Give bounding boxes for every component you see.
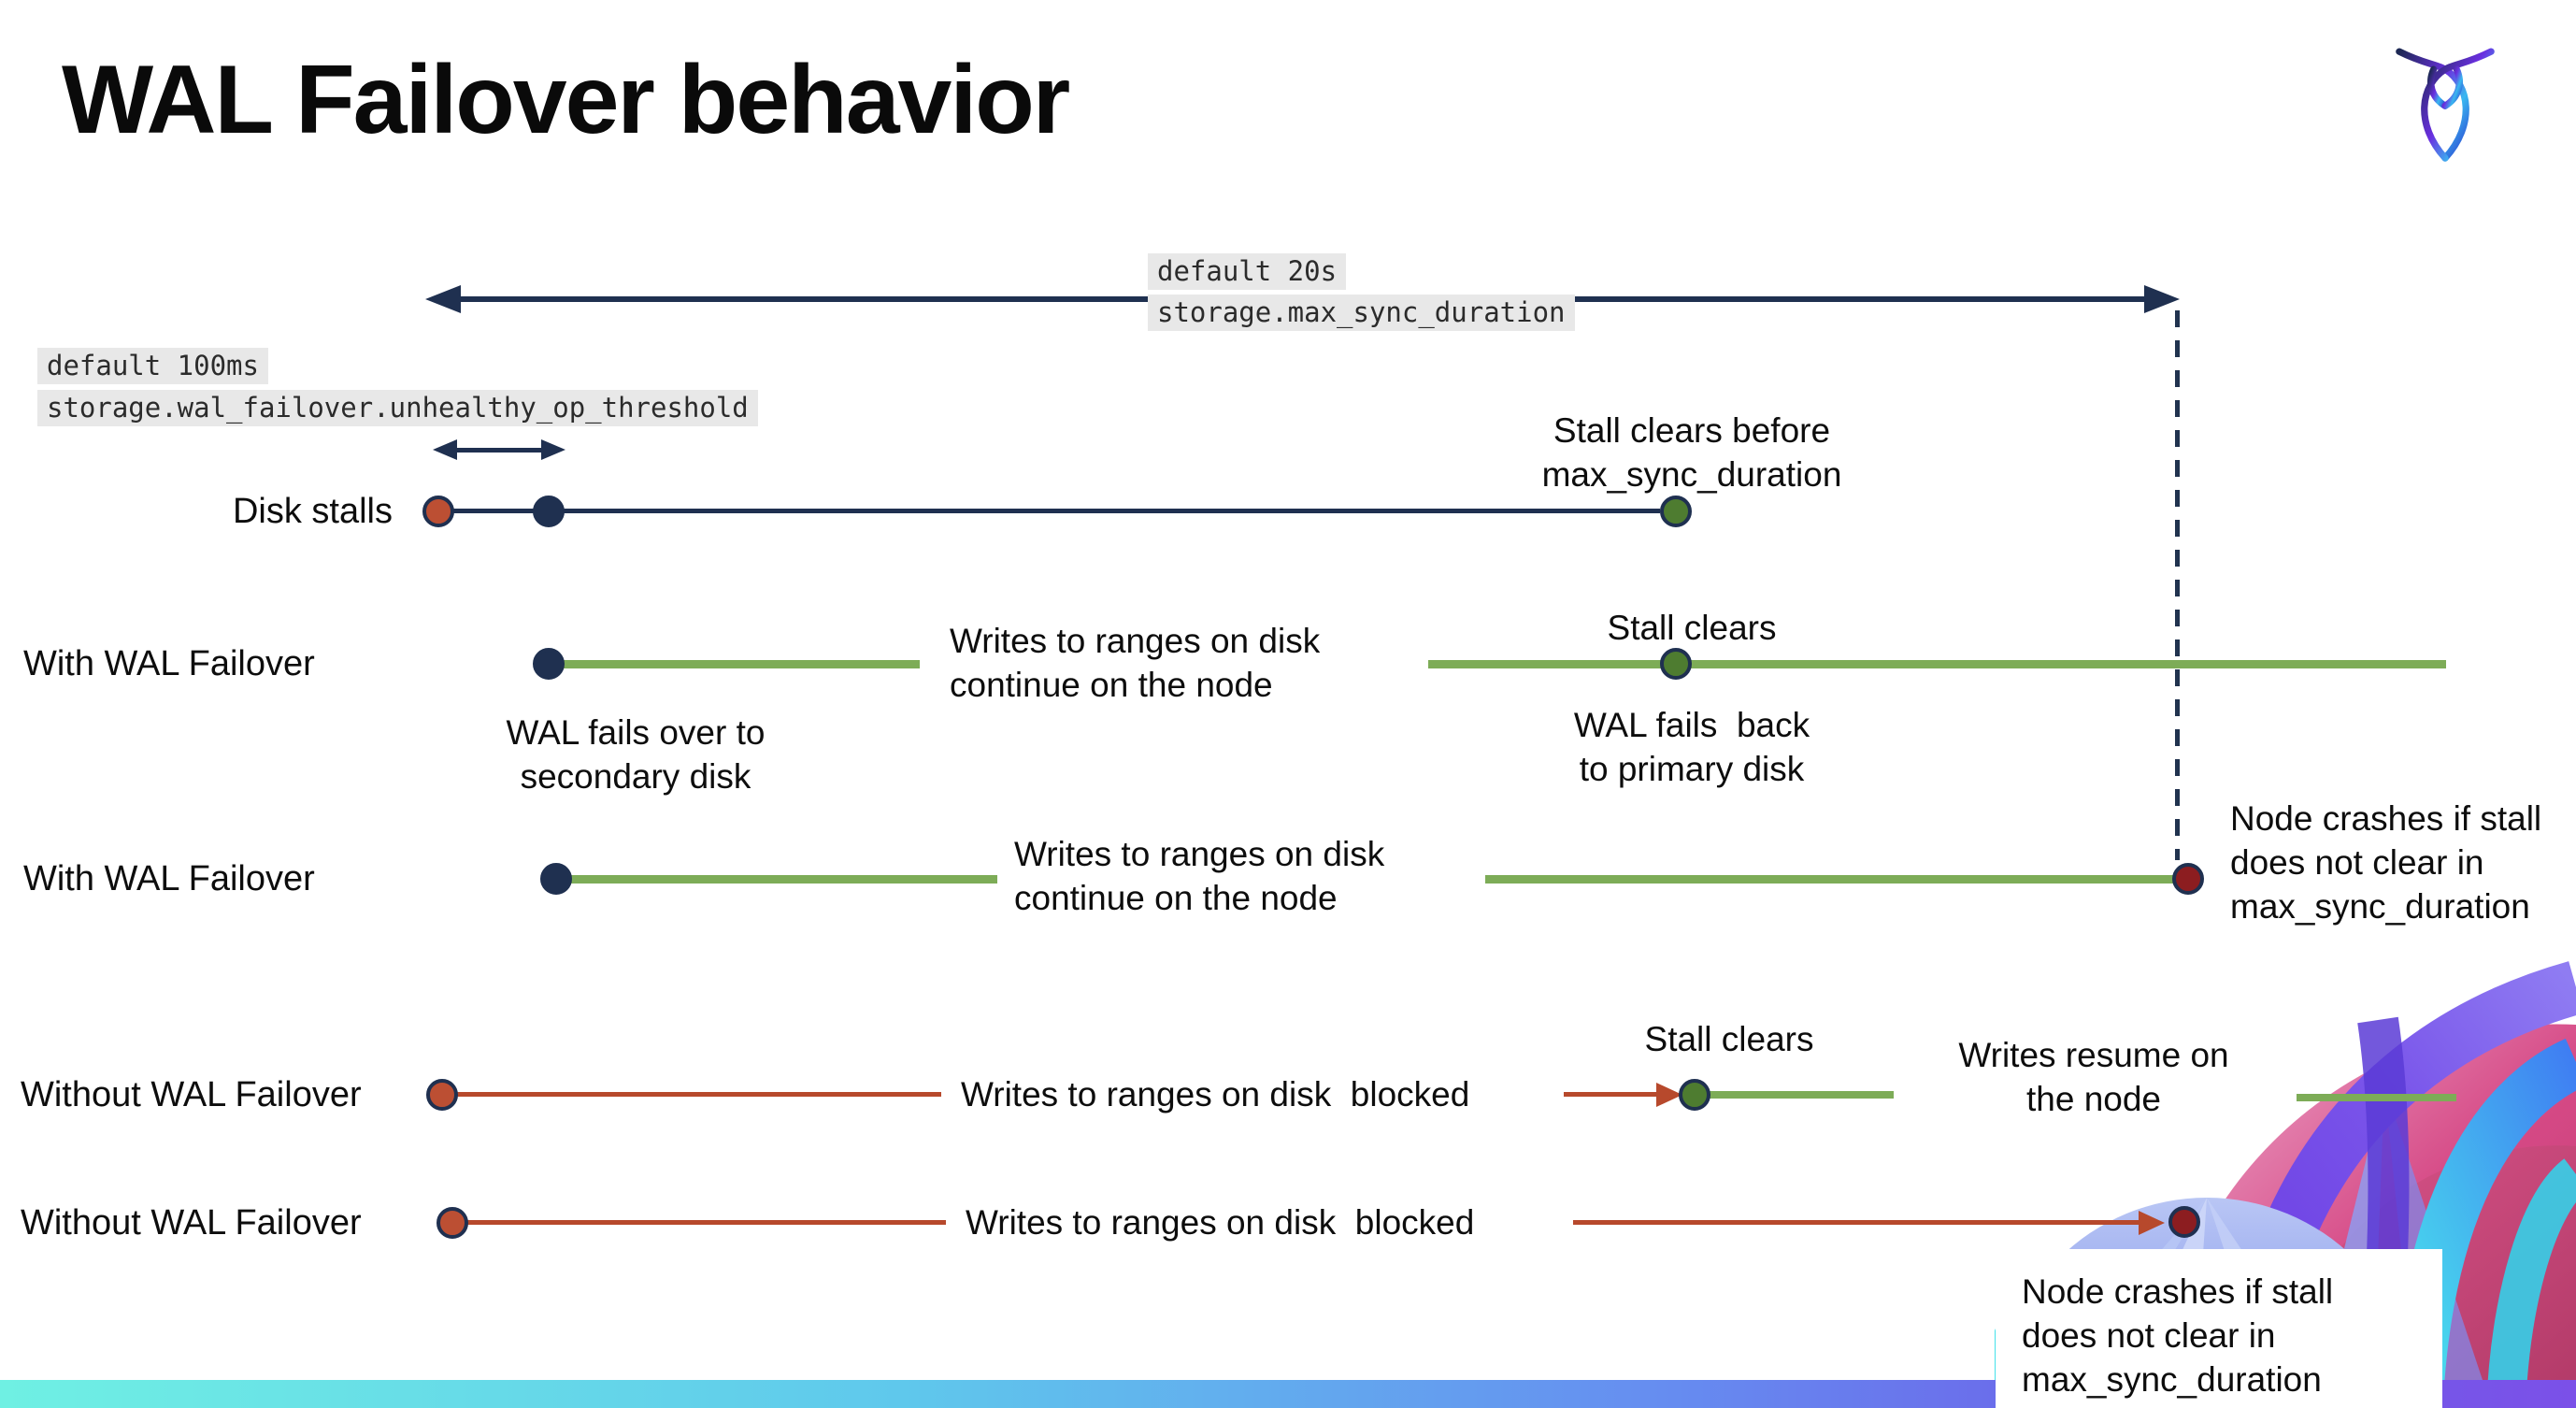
writes-resume-line-row4b	[2297, 1094, 2456, 1101]
writes-blocked-line-row5b	[1573, 1220, 2145, 1225]
row-label-without-wal-2: Without WAL Failover	[21, 1203, 362, 1243]
writes-continue-note-row2: Writes to ranges on disk continue on the…	[950, 622, 1321, 704]
node-crash-dot-row3	[2172, 863, 2204, 895]
node-crashes-callout-box: Node crashes if stall does not clear in …	[1996, 1249, 2442, 1408]
threshold-setting-text: storage.wal_failover.unhealthy_op_thresh…	[37, 390, 758, 426]
writes-continue-note-row3: Writes to ranges on disk continue on the…	[1014, 835, 1385, 917]
writes-blocked-note-row4: Writes to ranges on disk blocked	[961, 1075, 1470, 1113]
cockroachdb-logo-icon	[2396, 48, 2495, 162]
threshold-right-arrowhead-icon	[541, 439, 565, 460]
blocked-arrowhead-row4-icon	[1656, 1083, 1682, 1107]
row-label-disk-stalls: Disk stalls	[232, 492, 393, 531]
disk-stall-dot-row5	[436, 1207, 468, 1239]
stall-clears-dot-row1	[1660, 496, 1692, 527]
node-crashes-note-row5: Node crashes if stall does not clear in …	[2022, 1272, 2334, 1399]
writes-continue-line-row2a	[549, 660, 920, 668]
max-sync-right-arrowhead-icon	[2144, 285, 2180, 313]
writes-continue-line-row2b	[1428, 660, 2446, 668]
threshold-setting-label: storage.wal_failover.unhealthy_op_thresh…	[37, 390, 758, 426]
threshold-default-text: default 100ms	[37, 348, 268, 384]
disk-stalls-threshold-line	[438, 509, 549, 513]
blocked-arrowhead-row5-icon	[2139, 1211, 2165, 1235]
stall-clears-note-row4: Stall clears	[1644, 1020, 1814, 1058]
node-crash-dot-row5	[2168, 1206, 2200, 1238]
writes-blocked-line-row4a	[442, 1092, 941, 1097]
disk-stalls-timeline	[549, 509, 1660, 513]
threshold-span-line	[447, 448, 551, 453]
failover-dot-row3	[540, 863, 572, 895]
stall-clears-before-note: Stall clears before max_sync_duration	[1541, 411, 1842, 494]
wal-fails-back-note: WAL fails back to primary disk	[1573, 706, 1810, 788]
row-label-with-wal-1: With WAL Failover	[23, 644, 315, 683]
disk-stall-dot-row4	[426, 1079, 458, 1111]
page-title: WAL Failover behavior	[62, 46, 1070, 154]
failover-dot-row2	[533, 648, 565, 680]
row-label-with-wal-2: With WAL Failover	[23, 859, 315, 898]
writes-continue-line-row3b	[1485, 875, 2188, 884]
max-sync-setting-text: storage.max_sync_duration	[1148, 295, 1575, 331]
max-sync-left-arrowhead-icon	[425, 285, 461, 313]
max-sync-default-text: default 20s	[1148, 253, 1347, 290]
row-label-without-wal-1: Without WAL Failover	[21, 1075, 362, 1114]
max-sync-default-label: default 20s	[1148, 253, 1347, 290]
writes-blocked-note-row5: Writes to ranges on disk blocked	[966, 1203, 1475, 1242]
writes-continue-line-row3a	[556, 875, 997, 884]
wal-fails-over-note: WAL fails over to secondary disk	[506, 713, 766, 796]
max-sync-setting-label: storage.max_sync_duration	[1148, 295, 1575, 331]
disk-stall-start-dot	[422, 496, 454, 527]
threshold-left-arrowhead-icon	[433, 439, 457, 460]
writes-blocked-line-row4b	[1564, 1092, 1665, 1097]
stall-clears-dot-row4	[1679, 1079, 1710, 1111]
stall-clears-note-row2: Stall clears	[1607, 609, 1777, 647]
stall-clears-dot-row2	[1660, 648, 1692, 680]
cyan-arch-leg	[2486, 1158, 2576, 1408]
writes-resume-note: Writes resume on the node	[1958, 1036, 2229, 1118]
max-sync-deadline-dashed-line	[2175, 310, 2180, 860]
node-crashes-note-row3: Node crashes if stall does not clear in …	[2230, 799, 2542, 926]
threshold-reached-dot	[533, 496, 565, 527]
threshold-default-label: default 100ms	[37, 348, 268, 384]
writes-resume-line-row4	[1695, 1091, 1894, 1099]
writes-blocked-line-row5a	[452, 1220, 946, 1225]
